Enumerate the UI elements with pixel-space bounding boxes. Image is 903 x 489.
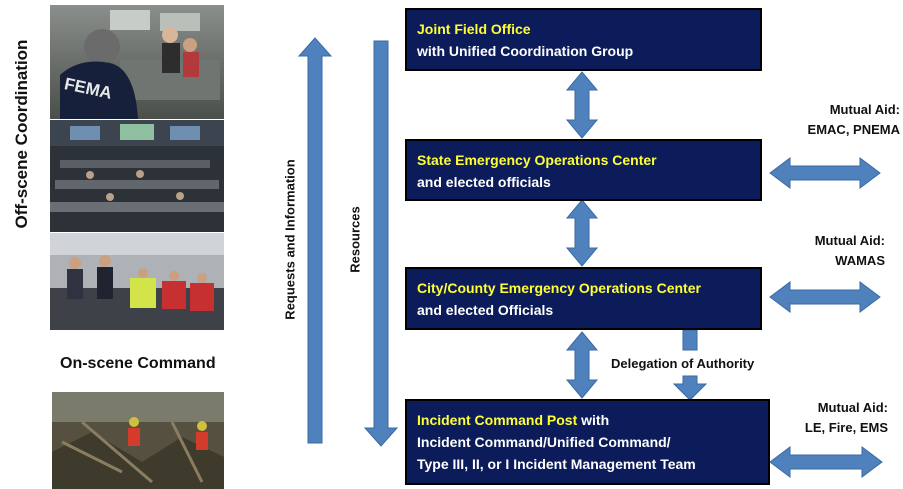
state-eoc-subtitle: and elected officials	[417, 174, 551, 190]
state-eoc-box: State Emergency Operations Center and el…	[405, 139, 762, 201]
state-mutual-aid-line1: Mutual Aid:	[829, 102, 900, 117]
icp-line3: Type III, II, or I Incident Management T…	[417, 456, 696, 472]
joint-field-office-box: Joint Field Office with Unified Coordina…	[405, 8, 762, 71]
jfo-title: Joint Field Office	[417, 21, 531, 37]
city-mutual-aid-line1: Mutual Aid:	[814, 233, 885, 248]
state-mutual-aid-label: Mutual Aid: EMAC, PNEMA	[770, 100, 900, 140]
delegation-arrow-bottom	[672, 375, 708, 401]
city-eoc-title: City/County Emergency Operations Center	[417, 280, 701, 296]
incident-command-post-box: Incident Command Post with Incident Comm…	[405, 399, 770, 485]
resources-label: Resources	[347, 206, 363, 273]
state-city-double-arrow	[565, 199, 599, 267]
resources-down-arrow	[363, 40, 399, 447]
state-eoc-title: State Emergency Operations Center	[417, 152, 657, 168]
state-mutual-aid-line2: EMAC, PNEMA	[807, 122, 900, 137]
city-icp-double-arrow	[565, 331, 599, 399]
photo-fema-operations: FEMA	[50, 5, 224, 119]
city-mutual-aid-line2: WAMAS	[835, 253, 885, 268]
photo-county-eoc	[50, 233, 224, 330]
icp-title-suffix: with	[577, 412, 610, 428]
photo-eoc-room	[50, 120, 224, 232]
delegation-arrow-top	[682, 329, 698, 351]
city-mutual-aid-arrow	[769, 281, 881, 313]
icp-title: Incident Command Post	[417, 412, 578, 428]
state-mutual-aid-arrow	[769, 157, 881, 189]
jfo-state-double-arrow	[565, 71, 599, 139]
city-eoc-subtitle: and elected Officials	[417, 302, 554, 318]
requests-information-label: Requests and Information	[282, 159, 298, 320]
icp-mutual-aid-line2: LE, Fire, EMS	[804, 420, 888, 435]
photo-field-rescue	[52, 392, 224, 489]
city-mutual-aid-label: Mutual Aid: WAMAS	[760, 231, 885, 271]
city-county-eoc-box: City/County Emergency Operations Center …	[405, 267, 762, 330]
on-scene-command-label: On-scene Command	[60, 355, 216, 372]
icp-mutual-aid-label: Mutual Aid: LE, Fire, EMS	[770, 398, 888, 438]
delegation-of-authority-label: Delegation of Authority	[611, 356, 755, 371]
icp-mutual-aid-line1: Mutual Aid:	[817, 400, 888, 415]
requests-up-arrow	[297, 37, 333, 444]
jfo-subtitle: with Unified Coordination Group	[417, 43, 634, 59]
icp-mutual-aid-arrow	[769, 446, 883, 478]
icp-line2: Incident Command/Unified Command/	[417, 434, 671, 450]
